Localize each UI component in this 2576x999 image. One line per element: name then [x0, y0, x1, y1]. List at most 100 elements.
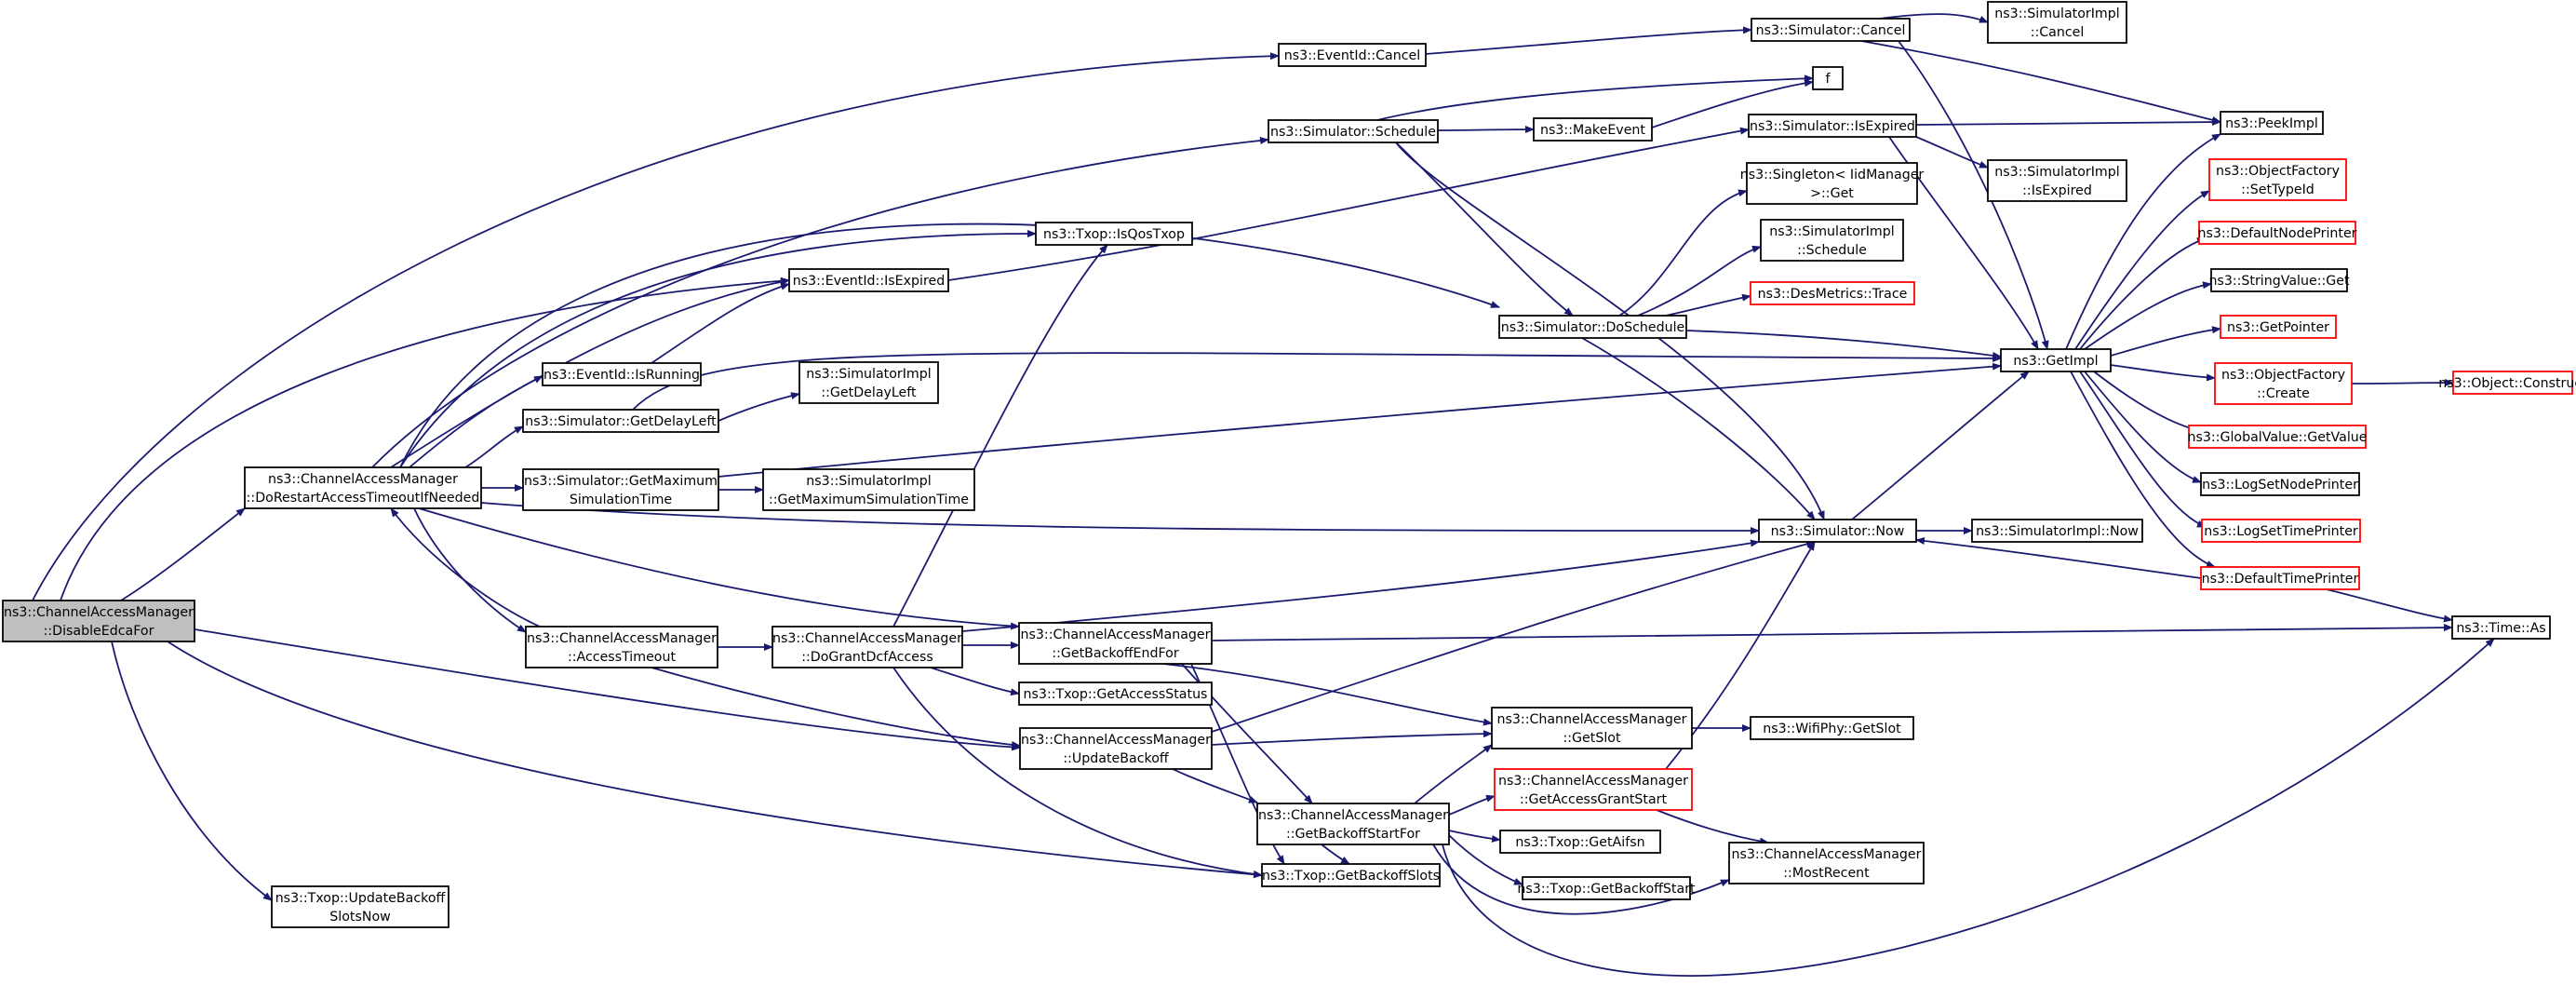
node-root[interactable]: ns3::ChannelAccessManager::DisableEdcaFo…	[2, 600, 195, 642]
node-f[interactable]: f	[1812, 66, 1844, 90]
node-box-desmetrics	[1750, 281, 1915, 305]
node-logsetnode[interactable]: ns3::LogSetNodePrinter	[2200, 472, 2360, 496]
node-deftimeprinter[interactable]: ns3::DefaultTimePrinter	[2200, 566, 2360, 590]
edge-root-to-restart	[120, 507, 246, 601]
node-label-getaccessgrant: ::GetAccessGrantStart	[1520, 792, 1668, 807]
node-objconstruct[interactable]: ns3::Object::Construct	[2438, 371, 2576, 395]
node-evrunning[interactable]: ns3::EventId::IsRunning	[542, 362, 702, 386]
node-box-dogrant	[771, 626, 963, 668]
node-desmetrics[interactable]: ns3::DesMetrics::Trace	[1750, 281, 1915, 305]
node-getmaxsim[interactable]: ns3::Simulator::GetMaximumSimulationTime	[522, 468, 719, 511]
edge-getbackoffstart-to-getbackoffstart2	[1448, 834, 1523, 885]
node-objfactory_create[interactable]: ns3::ObjectFactory::Create	[2214, 362, 2353, 405]
edge-getbackoffstart-to-getaifsn	[1448, 830, 1501, 843]
node-box-getbackoffstart	[1256, 803, 1450, 845]
node-box-simexpired	[1748, 114, 1917, 138]
node-getpointer[interactable]: ns3::GetPointer	[2220, 315, 2337, 339]
edge-makeevent-to-f	[1651, 79, 1814, 128]
edge-getimpl-to-peekimpl	[2065, 133, 2221, 350]
node-defnodeprinter[interactable]: ns3::DefaultNodePrinter	[2197, 221, 2357, 245]
node-label-getslot: ::GetSlot	[1563, 731, 1620, 746]
node-label-singleton: ns3::Singleton< IidManager	[1740, 168, 1925, 182]
node-singleton[interactable]: ns3::Singleton< IidManager>::Get	[1740, 162, 1925, 205]
node-updatebackoff[interactable]: ns3::ChannelAccessManager::UpdateBackoff	[1019, 727, 1213, 770]
node-label-getaccessgrant: ns3::ChannelAccessManager	[1498, 774, 1688, 789]
node-globalvalue[interactable]: ns3::GlobalValue::GetValue	[2188, 425, 2368, 449]
node-label-simimpl_maxsim: ::GetMaximumSimulationTime	[769, 493, 969, 507]
node-objfactory_settype[interactable]: ns3::ObjectFactory::SetTypeId	[2208, 158, 2347, 201]
node-getbackoffend[interactable]: ns3::ChannelAccessManager::GetBackoffEnd…	[1018, 622, 1213, 665]
node-makeevent[interactable]: ns3::MakeEvent	[1533, 117, 1653, 142]
node-dogrant[interactable]: ns3::ChannelAccessManager::DoGrantDcfAcc…	[771, 626, 963, 668]
edge-doschedule-to-desmetrics	[1665, 293, 1751, 317]
node-label-evexpired: ns3::EventId::IsExpired	[793, 274, 946, 289]
node-box-deftimeprinter	[2200, 566, 2360, 590]
node-box-getbackoffstart2	[1522, 876, 1691, 900]
node-getbackoffstart[interactable]: ns3::ChannelAccessManager::GetBackoffSta…	[1256, 803, 1450, 845]
node-box-getdelayleft	[522, 409, 719, 433]
node-getbackoffstart2[interactable]: ns3::Txop::GetBackoffStart	[1517, 876, 1696, 900]
node-getaifsn[interactable]: ns3::Txop::GetAifsn	[1499, 830, 1661, 854]
edge-getbackoffend-to-getslot	[1162, 663, 1493, 726]
node-simimpl_cancel[interactable]: ns3::SimulatorImpl::Cancel	[1987, 1, 2127, 44]
edge-doschedule-to-simimpl_schedule	[1637, 245, 1762, 317]
edge-updatebackoff-to-getbackoffstart	[1172, 768, 1258, 803]
node-schedule[interactable]: ns3::Simulator::Schedule	[1268, 119, 1439, 143]
node-label-dogrant: ::DoGrantDcfAccess	[801, 650, 933, 665]
edge-root-to-evcancel	[32, 52, 1280, 601]
node-label-simimpl_schedule: ::Schedule	[1797, 243, 1867, 258]
node-stringvalue[interactable]: ns3::StringValue::Get	[2208, 268, 2350, 292]
node-getbackoffslots[interactable]: ns3::Txop::GetBackoffSlots	[1261, 863, 1441, 887]
edge-restart-to-getbackoffend	[418, 507, 1020, 630]
nodes-layer: ns3::ChannelAccessManager::DisableEdcaFo…	[2, 1, 2576, 928]
node-getaccessstatus[interactable]: ns3::Txop::GetAccessStatus	[1018, 682, 1213, 706]
edge-evexpired-to-simexpired	[947, 127, 1750, 281]
node-logsettime[interactable]: ns3::LogSetTimePrinter	[2201, 519, 2361, 543]
node-simexpired[interactable]: ns3::Simulator::IsExpired	[1748, 114, 1917, 138]
edge-restart-to-evexpired	[390, 277, 790, 468]
node-simimpl_delayleft[interactable]: ns3::SimulatorImpl::GetDelayLeft	[798, 361, 939, 404]
edge-evcancel-to-simcancel	[1425, 26, 1752, 55]
node-simnow[interactable]: ns3::Simulator::Now	[1758, 519, 1917, 543]
node-box-simcancel	[1751, 18, 1911, 42]
node-label-logsettime: ns3::LogSetTimePrinter	[2204, 524, 2358, 539]
node-getdelayleft[interactable]: ns3::Simulator::GetDelayLeft	[522, 409, 719, 433]
node-simimpl_now[interactable]: ns3::SimulatorImpl::Now	[1971, 519, 2143, 543]
node-box-globalvalue	[2188, 425, 2367, 449]
node-evexpired[interactable]: ns3::EventId::IsExpired	[788, 268, 949, 292]
node-label-updbackoffslots: ns3::Txop::UpdateBackoff	[275, 891, 447, 906]
edge-getdelayleft-to-simimpl_delayleft	[718, 392, 800, 422]
node-restart[interactable]: ns3::ChannelAccessManager::DoRestartAcce…	[244, 466, 482, 509]
node-getimpl[interactable]: ns3::GetImpl	[2000, 348, 2112, 372]
node-getslot[interactable]: ns3::ChannelAccessManager::GetSlot	[1491, 707, 1693, 749]
node-label-simexpired: ns3::Simulator::IsExpired	[1750, 119, 1915, 134]
node-doschedule[interactable]: ns3::Simulator::DoSchedule	[1498, 315, 1687, 339]
edge-dogrant-to-getaccessstatus	[930, 667, 1020, 696]
node-peekimpl[interactable]: ns3::PeekImpl	[2220, 111, 2324, 135]
edge-restart-to-isqos	[399, 229, 1037, 468]
edge-restart-to-accesstimeout	[413, 507, 527, 633]
node-simimpl_schedule[interactable]: ns3::SimulatorImpl::Schedule	[1760, 219, 1904, 262]
node-simimpl_expired[interactable]: ns3::SimulatorImpl::IsExpired	[1987, 159, 2127, 202]
node-getaccessgrant[interactable]: ns3::ChannelAccessManager::GetAccessGran…	[1494, 768, 1693, 811]
node-wifigetslot[interactable]: ns3::WifiPhy::GetSlot	[1750, 716, 1914, 740]
node-box-getaifsn	[1499, 830, 1661, 854]
node-isqos[interactable]: ns3::Txop::IsQosTxop	[1035, 222, 1193, 246]
node-simimpl_maxsim[interactable]: ns3::SimulatorImpl::GetMaximumSimulation…	[762, 468, 975, 511]
node-box-simimpl_expired	[1987, 159, 2127, 202]
node-box-simimpl_schedule	[1760, 219, 1904, 262]
node-accesstimeout[interactable]: ns3::ChannelAccessManager::AccessTimeout	[525, 626, 718, 668]
node-label-singleton: >::Get	[1810, 186, 1854, 201]
node-simcancel[interactable]: ns3::Simulator::Cancel	[1751, 18, 1911, 42]
node-box-simimpl_maxsim	[762, 468, 975, 511]
node-mostrecent[interactable]: ns3::ChannelAccessManager::MostRecent	[1728, 842, 1925, 884]
node-label-deftimeprinter: ns3::DefaultTimePrinter	[2202, 572, 2359, 587]
node-timeas[interactable]: ns3::Time::As	[2451, 615, 2551, 640]
node-label-getbackoffstart: ::GetBackoffStartFor	[1286, 827, 1420, 842]
node-label-objfactory_settype: ns3::ObjectFactory	[2216, 164, 2340, 179]
node-evcancel[interactable]: ns3::EventId::Cancel	[1278, 43, 1427, 67]
node-label-objconstruct: ns3::Object::Construct	[2438, 376, 2576, 391]
node-label-updbackoffslots: SlotsNow	[329, 910, 390, 925]
edge-getmaxsim-to-getimpl	[718, 362, 2002, 478]
